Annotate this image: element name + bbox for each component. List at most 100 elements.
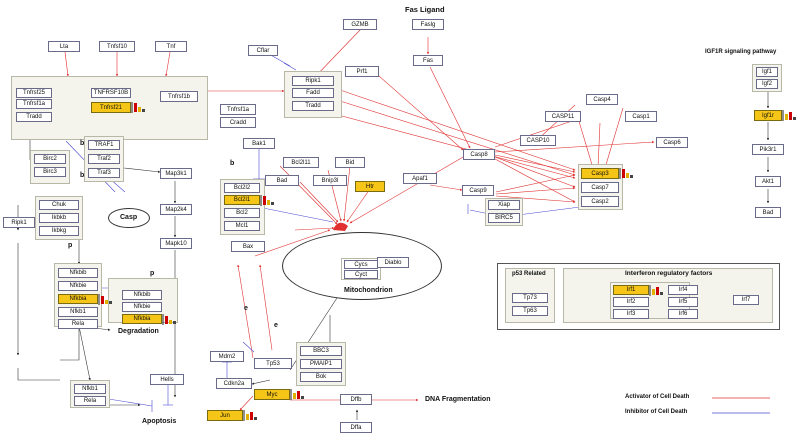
- gene-mdm2[interactable]: Mdm2: [210, 351, 244, 362]
- gene-casp11[interactable]: CASP11: [545, 111, 581, 122]
- gene-birc2[interactable]: Birc2: [34, 154, 66, 164]
- gene-lta[interactable]: Lta: [48, 41, 80, 52]
- gene-bnip3l[interactable]: Bnip3l: [313, 175, 347, 186]
- irf-title: Interferon regulatory factors: [625, 270, 713, 277]
- gene-tp63[interactable]: Tp63: [512, 306, 548, 316]
- gene-bok[interactable]: Bok: [300, 372, 342, 382]
- gene-irf3[interactable]: Irf3: [613, 309, 649, 319]
- gene-tnfsf10[interactable]: Tnfsf10: [99, 41, 135, 52]
- gene-map2k4[interactable]: Map2k4: [160, 204, 192, 215]
- dna-fragmentation-title: DNA Fragmentation: [425, 396, 491, 403]
- gene-tnfrsf21[interactable]: Tnfrsf21: [91, 102, 131, 113]
- gene-casp9[interactable]: Casp9: [462, 185, 494, 196]
- gene-pik3r1[interactable]: Pik3r1: [752, 144, 784, 155]
- gene-gzmb[interactable]: GZMB: [343, 19, 377, 30]
- gene-ripk1[interactable]: Ripk1: [3, 217, 35, 228]
- gene-tp73[interactable]: Tp73: [512, 293, 548, 303]
- gene-nfkbib-2[interactable]: Nfkbib: [122, 290, 162, 300]
- gene-ripk1-top[interactable]: Ripk1: [292, 76, 334, 86]
- letter-b-1: b: [80, 140, 85, 147]
- gene-casp4[interactable]: Casp4: [586, 94, 618, 105]
- gene-dffa[interactable]: Dffa: [340, 422, 372, 433]
- gene-cflar[interactable]: Cflar: [248, 45, 278, 56]
- gene-tnfrsf25[interactable]: Tnfrsf25: [16, 88, 52, 98]
- gene-igf1r[interactable]: Igf1r: [754, 110, 782, 121]
- gene-map3k1[interactable]: Map3k1: [160, 168, 192, 179]
- gene-casp7[interactable]: Casp7: [581, 182, 619, 193]
- gene-nfkbie[interactable]: Nfkbie: [58, 281, 98, 291]
- gene-irf2[interactable]: Irf2: [613, 297, 649, 307]
- gene-traf1[interactable]: TRAF1: [88, 140, 120, 150]
- legend-activator-label: Activator of Cell Death: [625, 394, 690, 400]
- gene-bax[interactable]: Bax: [231, 241, 265, 252]
- gene-cradd[interactable]: Cradd: [220, 117, 256, 128]
- gene-rela-2[interactable]: Rela: [74, 396, 106, 406]
- gene-nfkbia[interactable]: Nfkbia: [58, 294, 98, 304]
- gene-rela[interactable]: Rela: [58, 319, 98, 329]
- gene-traf2[interactable]: Traf2: [88, 154, 120, 164]
- gene-dffb[interactable]: Dffb: [340, 394, 372, 405]
- gene-casp10[interactable]: CASP10: [520, 135, 556, 146]
- gene-akt1[interactable]: Akt1: [755, 176, 781, 187]
- gene-hells[interactable]: Hells: [150, 374, 184, 385]
- gene-casp6[interactable]: Casp6: [656, 137, 688, 148]
- gene-cyct[interactable]: Cyct: [344, 270, 378, 279]
- gene-fas[interactable]: Fas: [413, 55, 443, 66]
- gene-apaf1[interactable]: Apaf1: [403, 173, 437, 184]
- gene-ikbkb[interactable]: Ikbkb: [39, 213, 79, 223]
- gene-prf1[interactable]: Prf1: [345, 66, 379, 77]
- gene-bad-2[interactable]: Bad: [755, 207, 781, 218]
- gene-irf4[interactable]: Irf4: [668, 285, 698, 295]
- gene-traf3[interactable]: Traf3: [88, 168, 120, 178]
- gene-bbc3[interactable]: BBC3: [300, 346, 342, 356]
- gene-ikbkg[interactable]: Ikbkg: [39, 226, 79, 236]
- gene-irf7[interactable]: Irf7: [733, 295, 759, 305]
- gene-birc5[interactable]: BIRC5: [488, 213, 520, 223]
- gene-nfkb1-2[interactable]: Nfkb1: [74, 384, 106, 394]
- gene-cycs[interactable]: Cycs: [344, 260, 378, 269]
- gene-casp2[interactable]: Casp2: [581, 196, 619, 207]
- gene-jun[interactable]: Jun: [207, 410, 243, 421]
- gene-bid[interactable]: Bid: [335, 157, 365, 168]
- gene-birc3[interactable]: Birc3: [34, 167, 66, 177]
- gene-tradd[interactable]: Tradd: [16, 112, 52, 122]
- gene-tradd-2[interactable]: Tradd: [292, 101, 334, 111]
- gene-irf6[interactable]: Irf6: [668, 309, 698, 319]
- gene-nfkbie-2[interactable]: Nfkbie: [122, 302, 162, 312]
- gene-cdkn2a[interactable]: Cdkn2a: [216, 378, 252, 389]
- gene-tnfrsf1a[interactable]: Tnfrsf1a: [16, 99, 52, 109]
- gene-nfkb1[interactable]: Nfkb1: [58, 307, 98, 317]
- gene-tnf[interactable]: Tnf: [155, 41, 187, 52]
- marker-nfkbia-2: [162, 314, 176, 325]
- gene-tnfrsf1a-2[interactable]: Tnfrsf1a: [220, 104, 256, 115]
- gene-tnfrsf1b[interactable]: Tnfrsf1b: [160, 91, 198, 102]
- gene-myc[interactable]: Myc: [254, 389, 290, 400]
- gene-bcl2l11[interactable]: Bcl2l11: [283, 157, 319, 168]
- gene-tp53[interactable]: Tp53: [254, 358, 292, 369]
- gene-casp1[interactable]: Casp1: [625, 111, 657, 122]
- gene-bcl2[interactable]: Bcl2: [224, 208, 260, 218]
- marker-myc: [290, 389, 304, 400]
- gene-nfkbib[interactable]: Nfkbib: [58, 268, 98, 278]
- gene-htr[interactable]: Htr: [355, 181, 385, 192]
- gene-irf5[interactable]: Irf5: [668, 297, 698, 307]
- gene-mapk10[interactable]: Mapk10: [160, 238, 192, 249]
- gene-igf2[interactable]: Igf2: [756, 79, 778, 89]
- gene-bad[interactable]: Bad: [265, 175, 299, 186]
- gene-tnfrsf10b[interactable]: TNFRSF10B: [91, 88, 131, 98]
- gene-bcl2l1[interactable]: Bcl2l1: [224, 195, 260, 205]
- gene-fadd[interactable]: Fadd: [292, 88, 334, 98]
- gene-nfkbia-2[interactable]: Nfkbia: [122, 314, 162, 324]
- gene-xiap[interactable]: Xiap: [488, 200, 520, 210]
- gene-casp8[interactable]: Casp8: [463, 149, 495, 160]
- gene-igf1[interactable]: Igf1: [756, 67, 778, 77]
- gene-bcl2l2[interactable]: Bcl2l2: [224, 183, 260, 193]
- gene-faslg[interactable]: Faslg: [412, 19, 444, 30]
- gene-casp3[interactable]: Casp3: [581, 168, 619, 179]
- ripk1-nfkb-path: [60, 326, 80, 361]
- gene-bak1[interactable]: Bak1: [243, 138, 275, 149]
- gene-irf1[interactable]: Irf1: [613, 285, 649, 295]
- gene-chuk[interactable]: Chuk: [39, 200, 79, 210]
- gene-mcl1[interactable]: Mcl1: [224, 221, 260, 231]
- gene-pmaip1[interactable]: PMAIP1: [300, 359, 342, 369]
